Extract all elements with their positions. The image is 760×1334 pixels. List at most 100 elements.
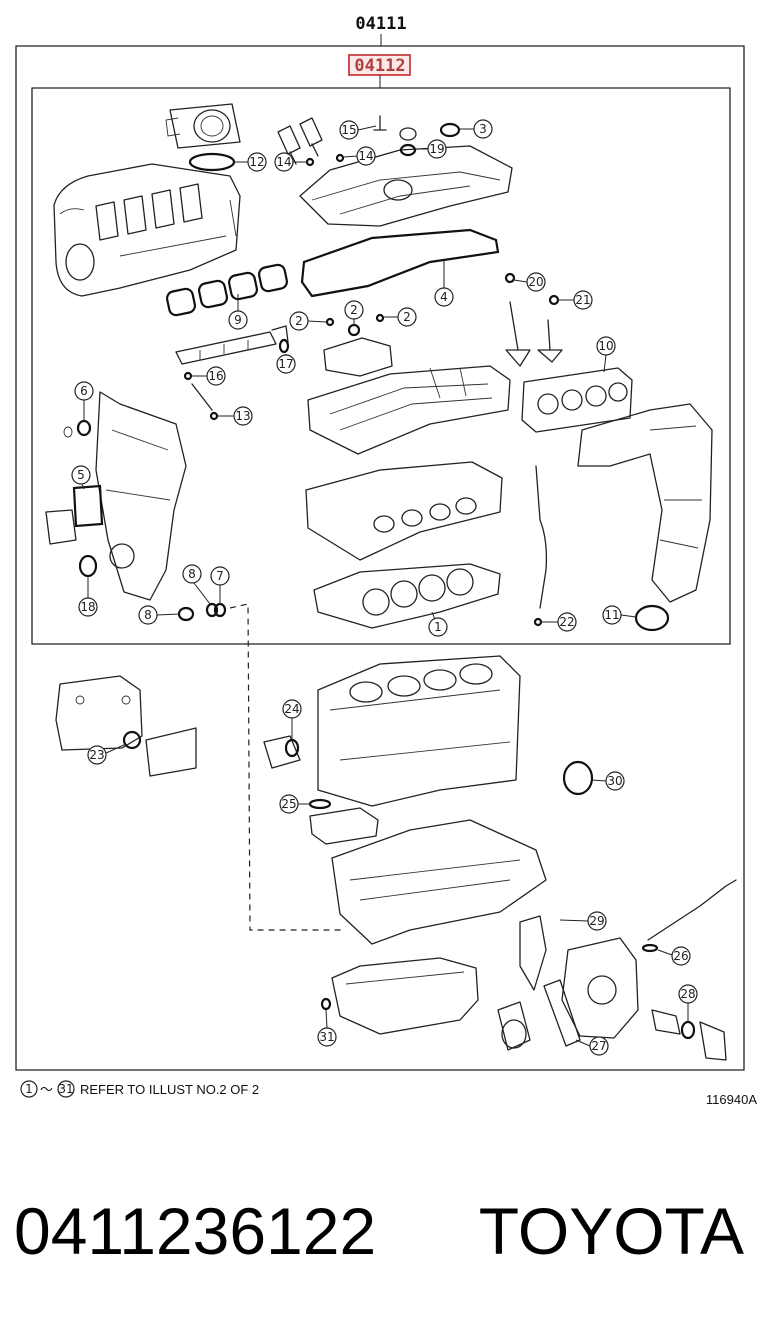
washer-14b	[335, 153, 345, 163]
svg-text:9: 9	[234, 313, 242, 327]
callout-12: 12	[234, 152, 267, 172]
callout-14a: 14	[274, 152, 306, 172]
svg-text:6: 6	[80, 384, 88, 398]
seal-17	[278, 338, 290, 354]
svg-text:26: 26	[673, 949, 688, 963]
svg-text:21: 21	[575, 293, 590, 307]
rear-plate	[145, 727, 197, 777]
svg-text:31: 31	[58, 1082, 73, 1096]
kit-code-label: 04111	[355, 14, 406, 34]
cam-bearing-cap	[323, 337, 393, 377]
callout-15: 15	[339, 120, 377, 140]
o-ring-6	[76, 419, 92, 437]
callout-13: 13	[218, 406, 253, 426]
gasket-2a	[325, 317, 335, 327]
svg-text:25: 25	[281, 797, 296, 811]
svg-text:8: 8	[188, 567, 196, 581]
part-number: 0411236122	[14, 1194, 377, 1268]
svg-text:2: 2	[403, 310, 411, 324]
svg-text:16: 16	[208, 369, 223, 383]
oil-pan-upper	[331, 819, 547, 945]
svg-text:12: 12	[249, 155, 264, 169]
svg-text:15: 15	[341, 123, 356, 137]
svg-text:29: 29	[589, 914, 604, 928]
svg-text:19: 19	[429, 142, 444, 156]
svg-text:2: 2	[350, 303, 358, 317]
dashed-leader	[229, 603, 342, 931]
callout-2c: 2	[384, 307, 417, 327]
callout-9: 9	[228, 294, 248, 330]
svg-text:11: 11	[604, 608, 619, 622]
throttle-body-gasket	[188, 152, 236, 172]
washer-16	[183, 371, 193, 381]
oil-seal-18	[78, 554, 98, 578]
pulley	[497, 1001, 531, 1051]
cylinder-head-cover	[299, 145, 513, 227]
oil-seal-retainer	[55, 675, 143, 751]
svg-text:17: 17	[278, 357, 293, 371]
svg-text:31: 31	[319, 1030, 334, 1044]
valves	[505, 301, 563, 367]
svg-text:18: 18	[80, 600, 95, 614]
dipstick-tube	[647, 879, 737, 941]
svg-text:8: 8	[144, 608, 152, 622]
head-cover-gasket	[300, 228, 500, 298]
oil-filler-cap	[399, 127, 417, 141]
water-inlet-gasket	[45, 509, 77, 545]
water-pump-assembly	[561, 937, 639, 1039]
callout-7: 7	[210, 566, 230, 604]
fuel-injectors	[277, 117, 323, 165]
callout-18: 18	[78, 576, 98, 617]
oil-seal-front	[634, 604, 670, 632]
gasket-3	[439, 122, 461, 138]
drain-plug-gasket	[320, 997, 332, 1011]
sensor-stud	[191, 383, 213, 411]
svg-text:27: 27	[591, 1039, 606, 1053]
svg-text:～: ～	[40, 1082, 53, 1097]
throttle-body	[165, 103, 241, 149]
o-ring-22	[533, 617, 543, 627]
o-ring-8b	[205, 602, 219, 618]
gasket-28	[680, 1020, 696, 1040]
svg-text:10: 10	[598, 339, 613, 353]
callout-30: 30	[591, 771, 625, 791]
exhaust-manifold-gasket	[521, 367, 633, 433]
intake-manifold	[53, 163, 241, 297]
callout-19: 19	[415, 139, 447, 159]
brand-name: TOYOTA	[478, 1194, 744, 1268]
callout-3: 3	[460, 119, 493, 139]
svg-text:28: 28	[680, 987, 695, 1001]
fuel-delivery-pipe	[175, 325, 289, 365]
bolt-15	[373, 115, 387, 131]
intake-manifold-gaskets	[165, 263, 289, 317]
oil-seal-23	[122, 730, 142, 750]
callout-10: 10	[596, 336, 616, 373]
o-ring-8a	[177, 606, 195, 622]
callout-11: 11	[602, 605, 637, 625]
callout-31: 31	[317, 1009, 337, 1047]
callout-23: 23	[87, 743, 127, 765]
rear-crankshaft-seal	[562, 760, 594, 796]
figure-number: 116940A	[706, 1092, 757, 1107]
callout-2b: 2	[344, 300, 364, 326]
oil-filter-bracket	[263, 735, 301, 769]
callout-16: 16	[192, 366, 226, 386]
svg-text:2: 2	[295, 314, 303, 328]
callout-14b: 14	[343, 146, 376, 166]
reference-note: 1 ～ 31 REFER TO ILLUST NO.2 OF 2	[20, 1080, 259, 1098]
dipstick-guide	[535, 465, 548, 609]
svg-text:REFER TO ILLUST NO.2 OF 2: REFER TO ILLUST NO.2 OF 2	[80, 1082, 259, 1097]
svg-text:24: 24	[284, 702, 299, 716]
callout-21: 21	[558, 290, 593, 310]
svg-text:7: 7	[216, 569, 224, 583]
callout-25: 25	[279, 794, 310, 814]
callout-27: 27	[575, 1036, 609, 1056]
svg-text:4: 4	[440, 290, 448, 304]
subkit-code-label: 04112	[354, 56, 405, 76]
seal-21	[548, 294, 560, 306]
cylinder-head	[305, 461, 503, 561]
svg-text:3: 3	[479, 122, 487, 136]
water-inlet	[651, 1009, 681, 1035]
gasket-2c	[375, 313, 385, 323]
svg-text:1: 1	[434, 620, 442, 634]
